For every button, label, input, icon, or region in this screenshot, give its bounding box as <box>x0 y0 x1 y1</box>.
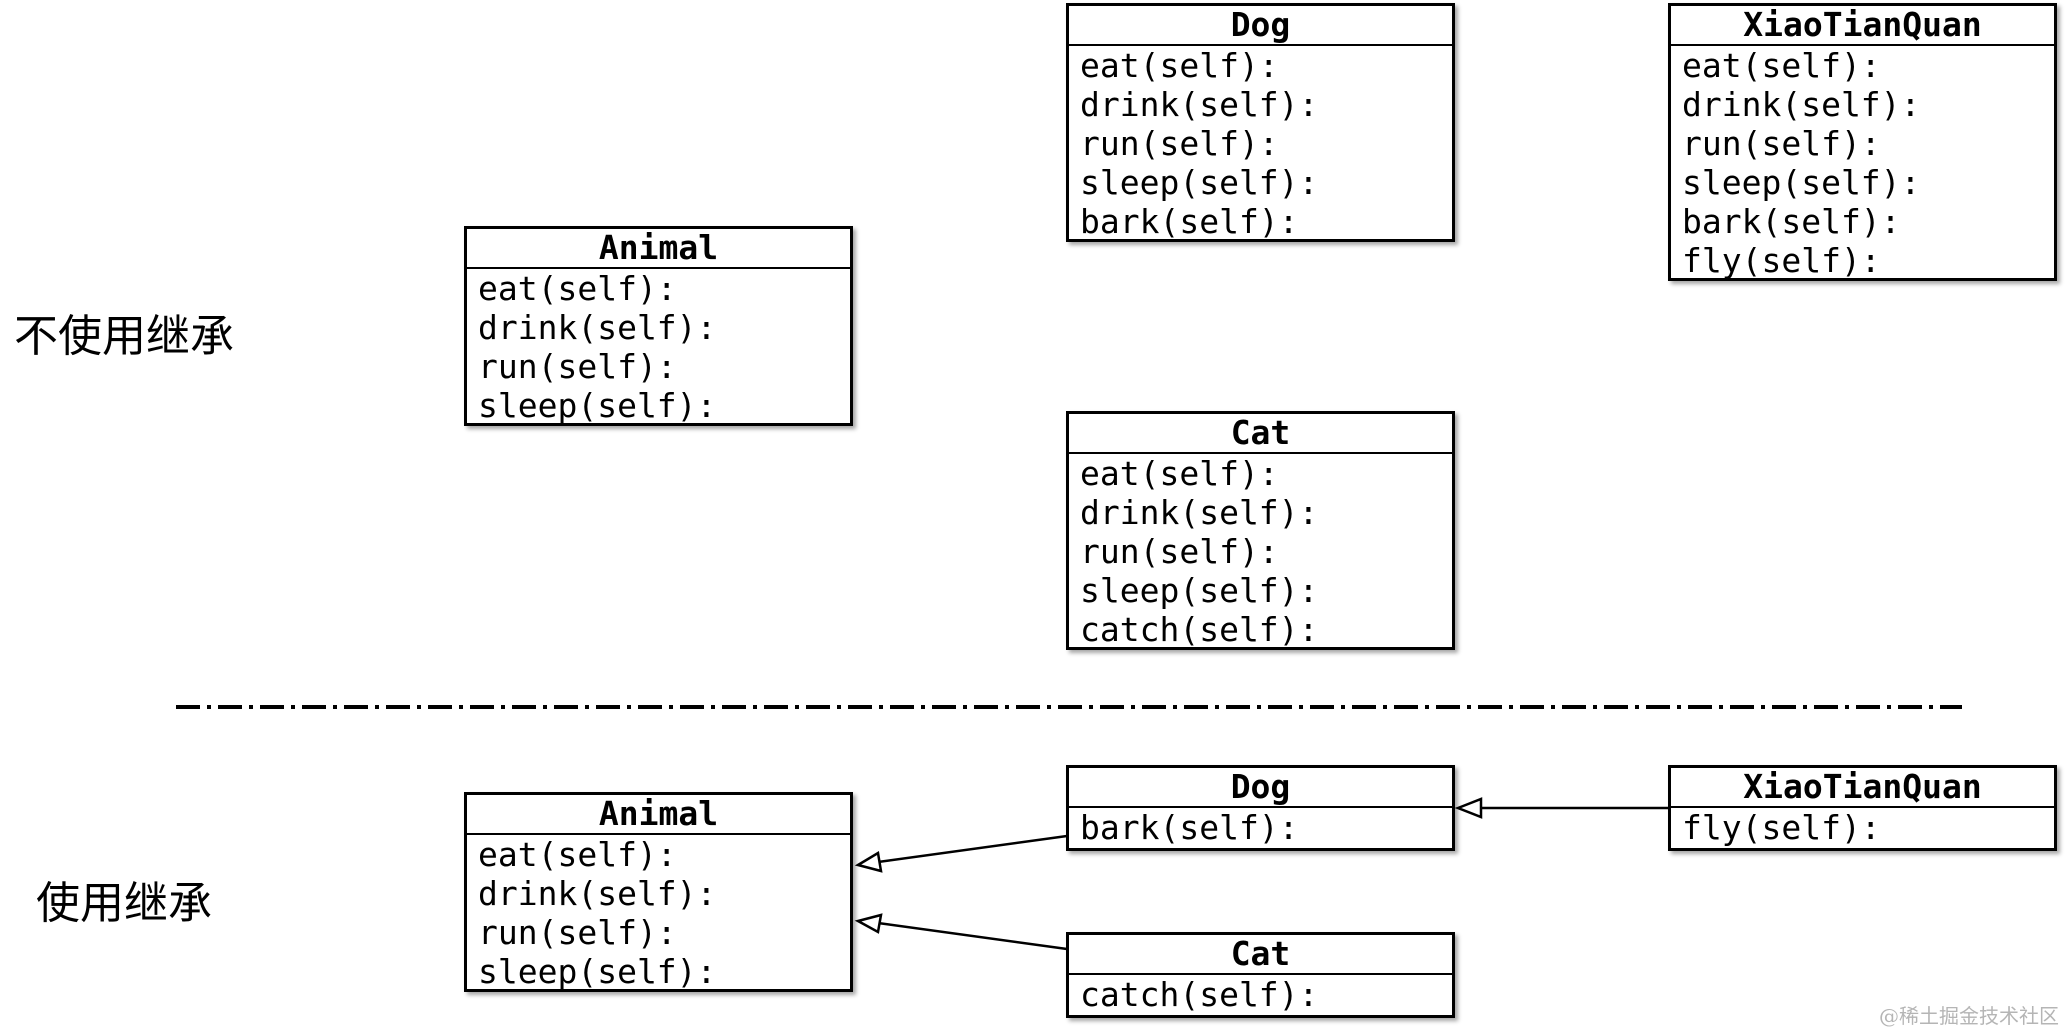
method: sleep(self): <box>478 952 717 991</box>
class-dog-with-inheritance: Dog bark(self): <box>1066 765 1455 851</box>
method: eat(self): <box>478 835 677 874</box>
class-xiaotianquan-with-inheritance: XiaoTianQuan fly(self): <box>1668 765 2057 851</box>
method-list: eat(self): drink(self): run(self): sleep… <box>1069 454 1452 649</box>
class-name: Animal <box>467 795 850 835</box>
class-name: Dog <box>1069 6 1452 46</box>
class-name: Cat <box>1069 935 1452 975</box>
method-list: eat(self): drink(self): run(self): sleep… <box>1069 46 1452 241</box>
cat-to-animal-arrowhead <box>854 913 883 934</box>
method-list: eat(self): drink(self): run(self): sleep… <box>467 269 850 425</box>
method: drink(self): <box>1080 85 1319 124</box>
method: catch(self): <box>1080 975 1319 1014</box>
method: run(self): <box>1080 124 1279 163</box>
class-cat-with-inheritance: Cat catch(self): <box>1066 932 1455 1018</box>
method-list: catch(self): <box>1069 975 1452 1014</box>
class-cat-no-inheritance: Cat eat(self): drink(self): run(self): s… <box>1066 411 1455 650</box>
method: bark(self): <box>1080 808 1299 847</box>
label-with-inheritance: 使用继承 <box>36 878 212 929</box>
method: run(self): <box>478 347 677 386</box>
class-dog-no-inheritance: Dog eat(self): drink(self): run(self): s… <box>1066 3 1455 242</box>
method-list: fly(self): <box>1671 808 2054 847</box>
method: drink(self): <box>478 308 717 347</box>
method: drink(self): <box>1682 85 1921 124</box>
method-list: bark(self): <box>1069 808 1452 847</box>
method: bark(self): <box>1682 202 1901 241</box>
method: drink(self): <box>478 874 717 913</box>
method: sleep(self): <box>1682 163 1921 202</box>
class-name: XiaoTianQuan <box>1671 768 2054 808</box>
method: catch(self): <box>1080 610 1319 649</box>
method: eat(self): <box>1080 454 1279 493</box>
method: run(self): <box>1682 124 1881 163</box>
cat-to-animal-line <box>877 921 1068 951</box>
method: bark(self): <box>1080 202 1299 241</box>
class-animal-with-inheritance: Animal eat(self): drink(self): run(self)… <box>464 792 853 992</box>
method: sleep(self): <box>1080 571 1319 610</box>
watermark-text: @稀土掘金技术社区 <box>1879 1004 2059 1028</box>
class-name: Cat <box>1069 414 1452 454</box>
method: sleep(self): <box>1080 163 1319 202</box>
method: sleep(self): <box>478 386 717 425</box>
method: run(self): <box>1080 532 1279 571</box>
class-animal-no-inheritance: Animal eat(self): drink(self): run(self)… <box>464 226 853 426</box>
method: drink(self): <box>1080 493 1319 532</box>
method-list: eat(self): drink(self): run(self): sleep… <box>1671 46 2054 280</box>
method: eat(self): <box>478 269 677 308</box>
method: fly(self): <box>1682 808 1881 847</box>
class-name: Dog <box>1069 768 1452 808</box>
method: run(self): <box>478 913 677 952</box>
method-list: eat(self): drink(self): run(self): sleep… <box>467 835 850 991</box>
method: eat(self): <box>1080 46 1279 85</box>
dog-to-animal-line <box>877 834 1068 864</box>
xiaotianquan-to-dog-arrowhead <box>1454 797 1483 819</box>
class-name: Animal <box>467 229 850 269</box>
label-no-inheritance: 不使用继承 <box>14 311 234 362</box>
method: eat(self): <box>1682 46 1881 85</box>
dog-to-animal-arrowhead <box>854 850 883 873</box>
class-xiaotianquan-no-inheritance: XiaoTianQuan eat(self): drink(self): run… <box>1668 3 2057 281</box>
method: fly(self): <box>1682 241 1881 280</box>
class-name: XiaoTianQuan <box>1671 6 2054 46</box>
